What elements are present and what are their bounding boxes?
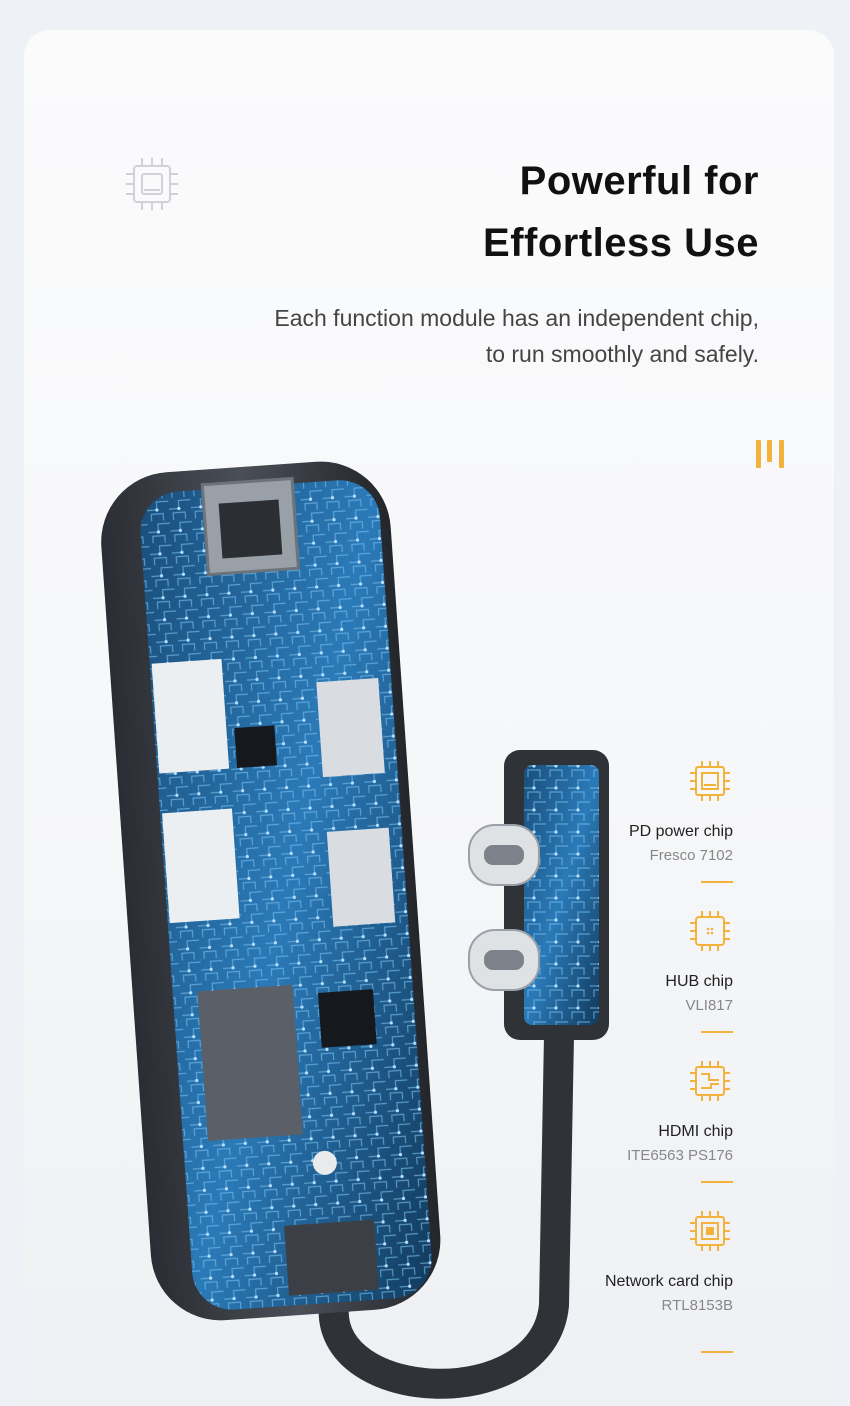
chip-name: HDMI chip (658, 1123, 733, 1140)
page-subtitle: Each function module has an independent … (159, 300, 759, 372)
chip-item-hdmi: HDMI chip ITE6563 PS176 (473, 1058, 733, 1183)
chip-model: VLI817 (685, 997, 733, 1014)
feature-card: Powerful for Effortless Use Each functio… (24, 30, 834, 1406)
chip-item-hub: HUB chip VLI817 (473, 908, 733, 1033)
chip-name: PD power chip (628, 823, 733, 840)
chip-model: ITE6563 PS176 (627, 1147, 733, 1164)
chip-model: RTL8153B (661, 1297, 733, 1314)
chip-name: Network card chip (604, 1273, 733, 1290)
brand-mark-icon (754, 436, 788, 470)
chip-item-pd: PD power chip Fresco 7102 (473, 758, 733, 883)
divider (701, 1031, 733, 1033)
page-title: Powerful for Effortless Use (239, 150, 759, 274)
hub-chip-icon (687, 908, 733, 954)
chip-outline-icon (122, 154, 182, 214)
pd-chip-icon (687, 758, 733, 804)
network-chip-icon (687, 1208, 733, 1254)
chip-name: HUB chip (665, 973, 733, 990)
chip-item-network: Network card chip RTL8153B (473, 1208, 733, 1353)
hdmi-chip-icon (687, 1058, 733, 1104)
chip-model: Fresco 7102 (649, 847, 733, 864)
usb-hub-illustration (84, 425, 644, 1406)
subtitle-line-1: Each function module has an independent … (274, 305, 759, 331)
title-line-2: Effortless Use (483, 221, 759, 265)
divider (701, 1351, 733, 1353)
title-line-1: Powerful for (519, 159, 759, 203)
divider (701, 881, 733, 883)
divider (701, 1181, 733, 1183)
subtitle-line-2: to run smoothly and safely. (485, 341, 759, 367)
